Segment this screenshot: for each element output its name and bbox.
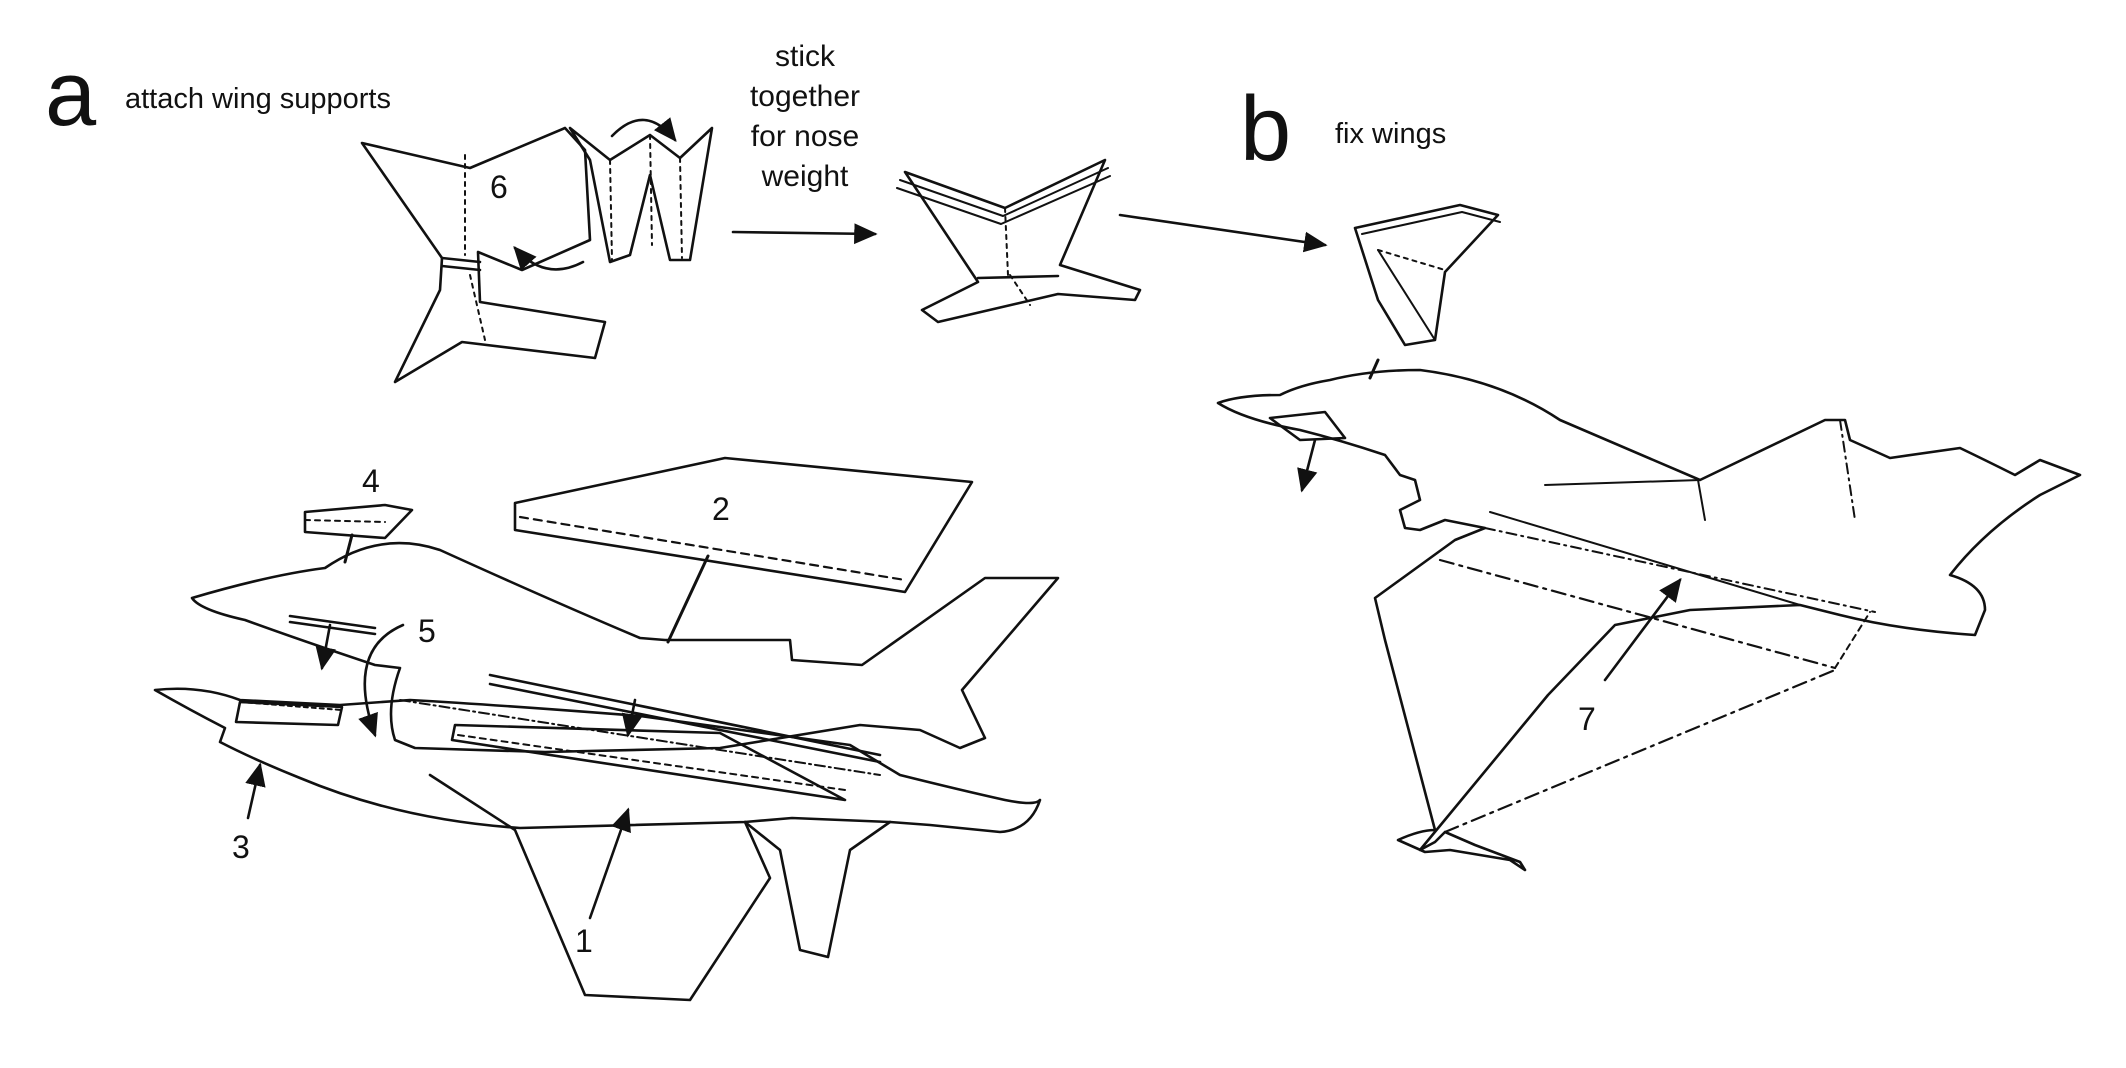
panel-a-caption: attach wing supports bbox=[125, 83, 391, 115]
arrow-7 bbox=[1603, 577, 1682, 682]
arrow-1 bbox=[588, 807, 631, 920]
label-1: 1 bbox=[575, 923, 593, 959]
arrow-to-panel-b bbox=[1118, 213, 1328, 253]
label-4: 4 bbox=[362, 463, 380, 499]
panel-letter-a: a bbox=[45, 43, 97, 145]
canard-part-4 bbox=[303, 503, 414, 564]
assembled-plane bbox=[1216, 368, 2082, 872]
wing-support-sheet bbox=[360, 117, 714, 384]
note-line-2: together bbox=[750, 80, 860, 113]
arrow-plane-nose bbox=[1297, 438, 1318, 493]
note-line-4: weight bbox=[761, 160, 849, 193]
label-6: 6 bbox=[490, 169, 508, 205]
fuselage-upper bbox=[190, 541, 1060, 764]
label-2: 2 bbox=[712, 491, 730, 527]
arrow-to-stack bbox=[731, 223, 878, 245]
panel-letter-b: b bbox=[1240, 78, 1291, 180]
label-7: 7 bbox=[1578, 701, 1596, 737]
arrow-3 bbox=[245, 762, 266, 820]
stacked-support bbox=[896, 158, 1142, 324]
fuselage-lower bbox=[153, 687, 1042, 1002]
support-placed bbox=[1353, 203, 1501, 380]
note-line-3: for nose bbox=[751, 120, 859, 153]
arrow-5-curve bbox=[358, 623, 405, 738]
note-line-1: stick bbox=[775, 40, 836, 73]
panel-b-caption: fix wings bbox=[1335, 118, 1446, 150]
arrow-to-slot bbox=[315, 623, 337, 671]
nose-weight-note: stick together for nose weight bbox=[750, 40, 860, 193]
main-wing-part-2 bbox=[513, 456, 974, 644]
label-5: 5 bbox=[418, 613, 436, 649]
label-3: 3 bbox=[232, 829, 250, 865]
